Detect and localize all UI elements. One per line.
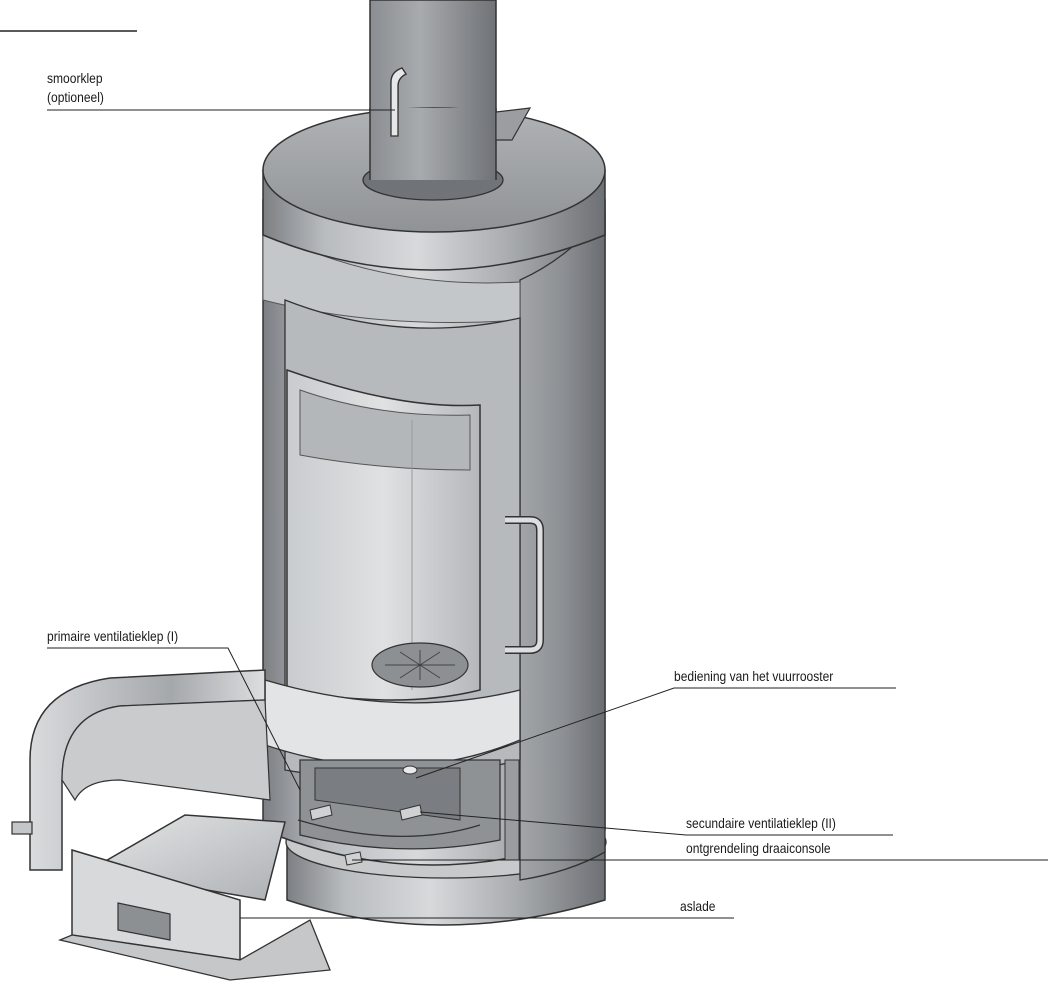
- open-door-inner: [61, 699, 271, 802]
- drawer-handle-slot: [117, 902, 171, 941]
- label-damper-optional: (optioneel): [47, 89, 104, 105]
- side-panel: [519, 213, 606, 881]
- baffle: [299, 389, 471, 471]
- hinge-strip: [504, 759, 520, 861]
- grate-slots: [385, 650, 455, 680]
- door-knob: [11, 821, 33, 835]
- label-console-release: ontgrendeling draaiconsole: [686, 840, 831, 856]
- leader-primary-vent: [47, 647, 301, 791]
- label-damper: smoorklep: [47, 70, 103, 86]
- flue-lower: [370, 108, 496, 180]
- leader-lines: [47, 109, 1048, 919]
- leader-secondary-vent: [419, 811, 893, 836]
- label-secondary-vent: secundaire ventilatieklep (II): [686, 815, 836, 831]
- lid-tab: [495, 107, 532, 141]
- label-primary-vent: primaire ventilatieklep (I): [47, 628, 179, 644]
- vent-slider-left: [309, 804, 333, 821]
- label-ash-drawer: aslade: [680, 898, 716, 914]
- drawer-base-plate: [57, 919, 331, 981]
- console-latch: [344, 851, 363, 866]
- vent-slider-right: [399, 804, 423, 821]
- leader-grate-control: [415, 687, 896, 779]
- label-grate-control: bediening van het vuurrooster: [674, 668, 834, 684]
